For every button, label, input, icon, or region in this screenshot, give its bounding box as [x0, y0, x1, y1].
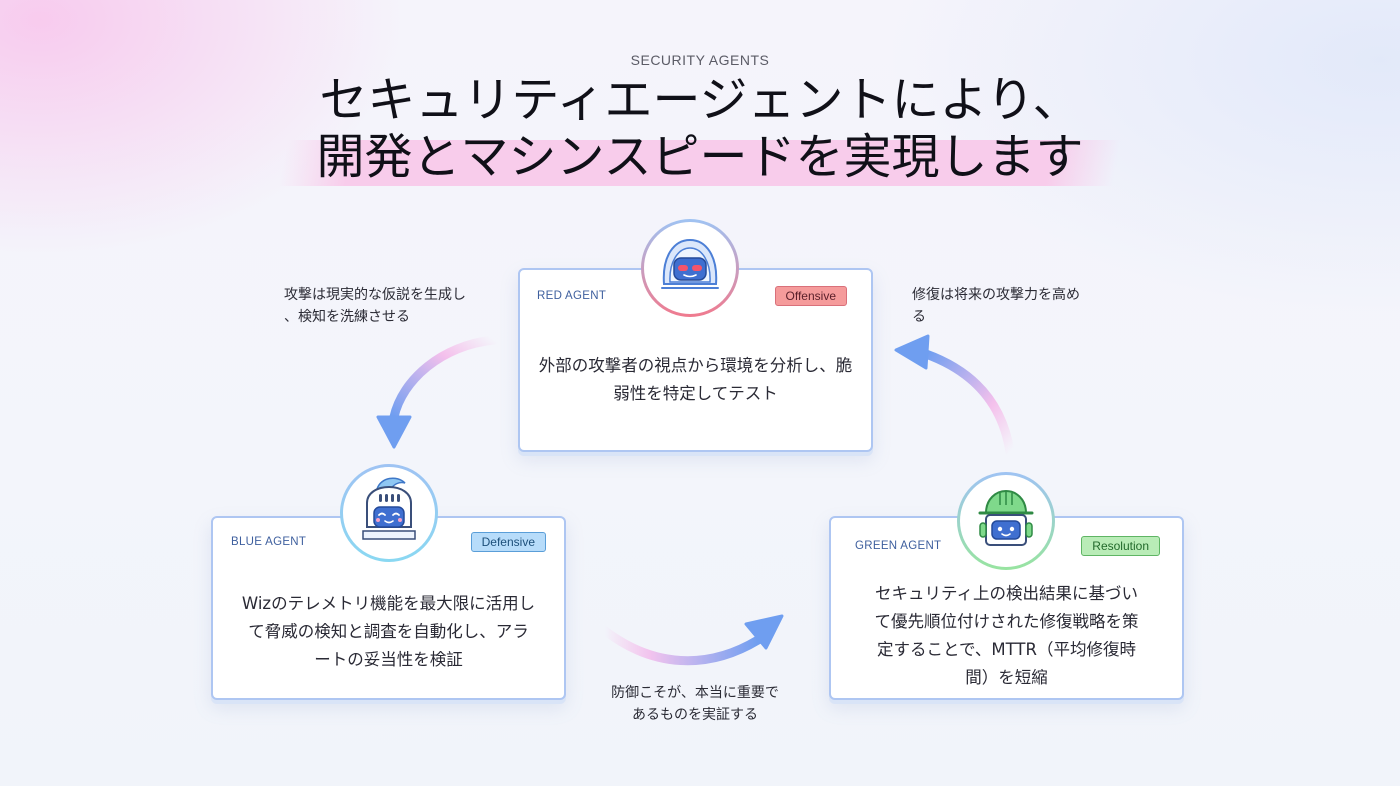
red-to-blue-note-line-1: 攻撃は現実的な仮説を生成し — [284, 287, 466, 303]
green-agent-label: GREEN AGENT — [855, 540, 942, 552]
red-agent-label: RED AGENT — [537, 290, 607, 302]
green-agent-description-line-2: て優先順位付けされた修復戦略を策 — [874, 612, 1139, 631]
blue-agent-description-line-3: ートの妥当性を検証 — [314, 650, 463, 669]
page-title-line-1: セキュリティエージェントにより、 — [319, 72, 1081, 128]
green-to-red-note: 修復は将来の攻撃力を高め る — [912, 284, 1080, 328]
blue-agent-description-line-2: て脅威の検知と調査を自動化し、アラ — [248, 622, 529, 641]
blue-to-green-note-line-2: あるものを実証する — [632, 707, 758, 723]
resolution-badge: Resolution — [1081, 536, 1160, 556]
blue-knight-robot-icon — [362, 477, 416, 540]
blue-agent-label: BLUE AGENT — [231, 536, 307, 548]
red-agent-description: 外部の攻撃者の視点から環境を分析し、脆 弱性を特定してテスト — [520, 352, 871, 408]
blue-agent-avatar — [340, 464, 438, 562]
blue-agent-description-line-1: Wizのテレメトリ機能を最大限に活用し — [241, 594, 536, 613]
green-agent-description: セキュリティ上の検出結果に基づい て優先順位付けされた修復戦略を策 定することで… — [831, 580, 1182, 692]
green-to-red-arrow — [894, 334, 1015, 457]
green-agent-description-line-1: セキュリティ上の検出結果に基づい — [874, 584, 1138, 603]
red-to-blue-arrow — [376, 335, 499, 449]
red-robot-icon — [661, 238, 719, 289]
blue-to-green-arrow — [599, 614, 784, 666]
page-title-line-2: 開発とマシンスピードを実現します — [316, 129, 1084, 185]
green-agent-card: GREEN AGENT Resolution セキュリティ上の検出結果に基づい … — [829, 516, 1184, 700]
defensive-badge: Defensive — [470, 532, 546, 552]
green-agent-description-line-3: 定することで、MTTR（平均修復時 — [877, 640, 1136, 659]
green-agent-avatar — [957, 472, 1055, 570]
red-to-blue-note: 攻撃は現実的な仮説を生成し 、検知を洗練させる — [284, 284, 466, 328]
blue-agent-description: Wizのテレメトリ機能を最大限に活用し て脅威の検知と調査を自動化し、アラ ート… — [213, 590, 564, 674]
green-agent-description-line-4: 間）を短縮 — [965, 668, 1048, 687]
red-agent-description-line-2: 弱性を特定してテスト — [613, 384, 778, 403]
page-title: セキュリティエージェントにより、 開発とマシンスピードを実現します — [0, 72, 1400, 186]
blue-to-green-note-line-1: 防御こそが、本当に重要で — [611, 685, 779, 701]
red-agent-description-line-1: 外部の攻撃者の視点から環境を分析し、脆 — [538, 356, 853, 375]
red-agent-avatar — [641, 219, 739, 317]
green-hardhat-robot-icon — [978, 489, 1034, 546]
red-to-blue-note-line-2: 、検知を洗練させる — [284, 309, 410, 325]
green-to-red-note-line-1: 修復は将来の攻撃力を高め — [912, 287, 1080, 303]
section-eyebrow: SECURITY AGENTS — [630, 52, 770, 68]
green-to-red-note-line-2: る — [912, 309, 926, 325]
offensive-badge: Offensive — [774, 286, 847, 306]
blue-to-green-note: 防御こそが、本当に重要で あるものを実証する — [590, 682, 800, 726]
